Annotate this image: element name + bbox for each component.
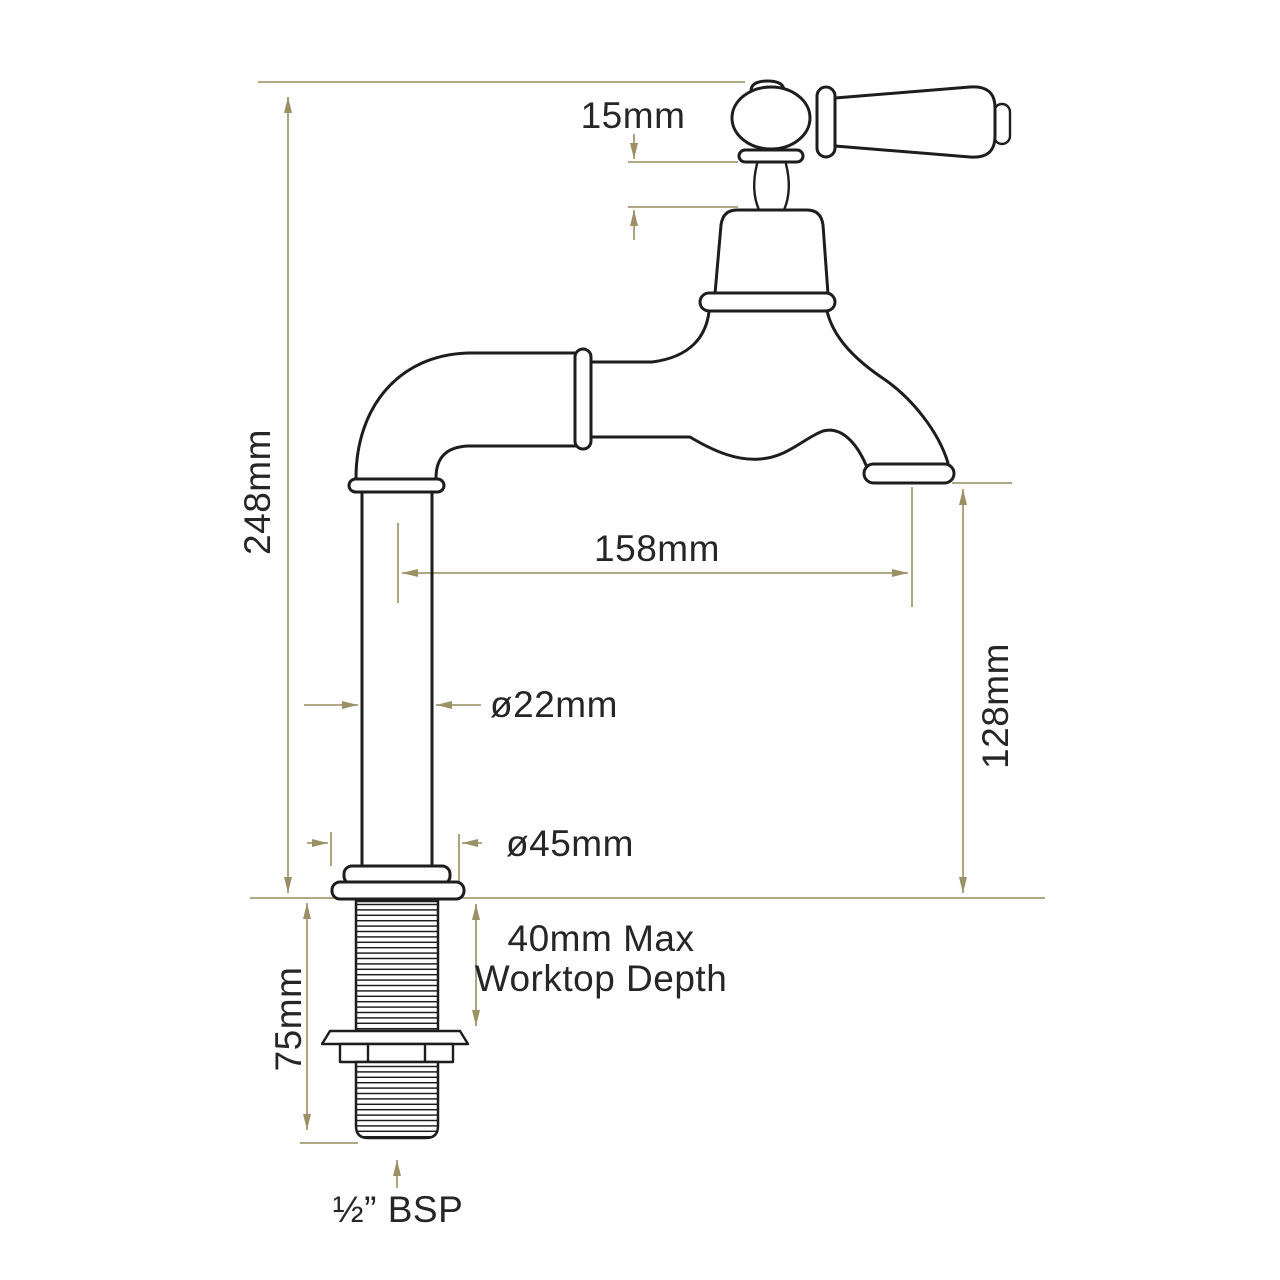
- thread-lower: [354, 1060, 440, 1140]
- elbow-inner-edge: [434, 444, 580, 480]
- dim-pipe-diameter: ø22mm: [304, 684, 618, 725]
- dim-worktop-depth: 40mm Max Worktop Depth: [472, 904, 728, 1026]
- neck-right-edge: [782, 162, 790, 212]
- dim-connection: ½” BSP: [333, 1160, 464, 1230]
- bonnet-bell: [713, 208, 830, 296]
- handle-lever: [833, 85, 997, 159]
- tail-group: [320, 899, 470, 1140]
- outlet-rim: [862, 462, 956, 485]
- body-skirt-left: [587, 310, 711, 364]
- label-pipe-diameter: ø22mm: [490, 684, 618, 725]
- label-tail-length: 75mm: [268, 967, 309, 1072]
- faucet-outline: [320, 79, 1012, 1140]
- backnut: [338, 1042, 455, 1064]
- lever-ferrule: [815, 85, 837, 159]
- label-worktop-line1: 40mm Max: [508, 918, 695, 959]
- handle-ball-joint: [730, 85, 812, 151]
- bonnet-rim: [698, 291, 837, 313]
- handle-group: [730, 79, 1012, 212]
- thread-upper: [354, 899, 440, 1033]
- spout-underside-edge: [587, 428, 868, 467]
- arm-collar-band: [573, 347, 593, 451]
- elbow-outer-edge: [354, 351, 580, 480]
- dim-spout-reach: 158mm: [397, 487, 913, 607]
- bonnet-group: [698, 208, 837, 313]
- backnut-washer: [320, 1029, 470, 1046]
- label-worktop-line2: Worktop Depth: [475, 958, 728, 999]
- dim-base-diameter: ø45mm: [307, 823, 634, 897]
- dim-overall-height: 248mm: [237, 81, 745, 893]
- label-overall-height: 248mm: [237, 429, 278, 555]
- label-handle-gap: 15mm: [581, 95, 686, 136]
- label-connection: ½” BSP: [333, 1189, 464, 1230]
- label-base-diameter: ø45mm: [506, 823, 634, 864]
- base-flange-lower: [330, 880, 466, 901]
- label-outlet-height: 128mm: [975, 643, 1016, 769]
- dim-tail-length: 75mm: [268, 903, 358, 1144]
- spout-top-edge: [825, 309, 950, 465]
- label-spout-reach: 158mm: [594, 528, 720, 569]
- dim-outlet-height: 128mm: [952, 482, 1016, 893]
- stem-flange: [737, 148, 805, 164]
- neck-left-edge: [753, 162, 761, 212]
- pipe-group: [330, 477, 466, 901]
- body-group: [354, 309, 956, 485]
- elbow-collar-ring: [347, 477, 446, 494]
- dim-handle-gap: 15mm: [581, 95, 738, 240]
